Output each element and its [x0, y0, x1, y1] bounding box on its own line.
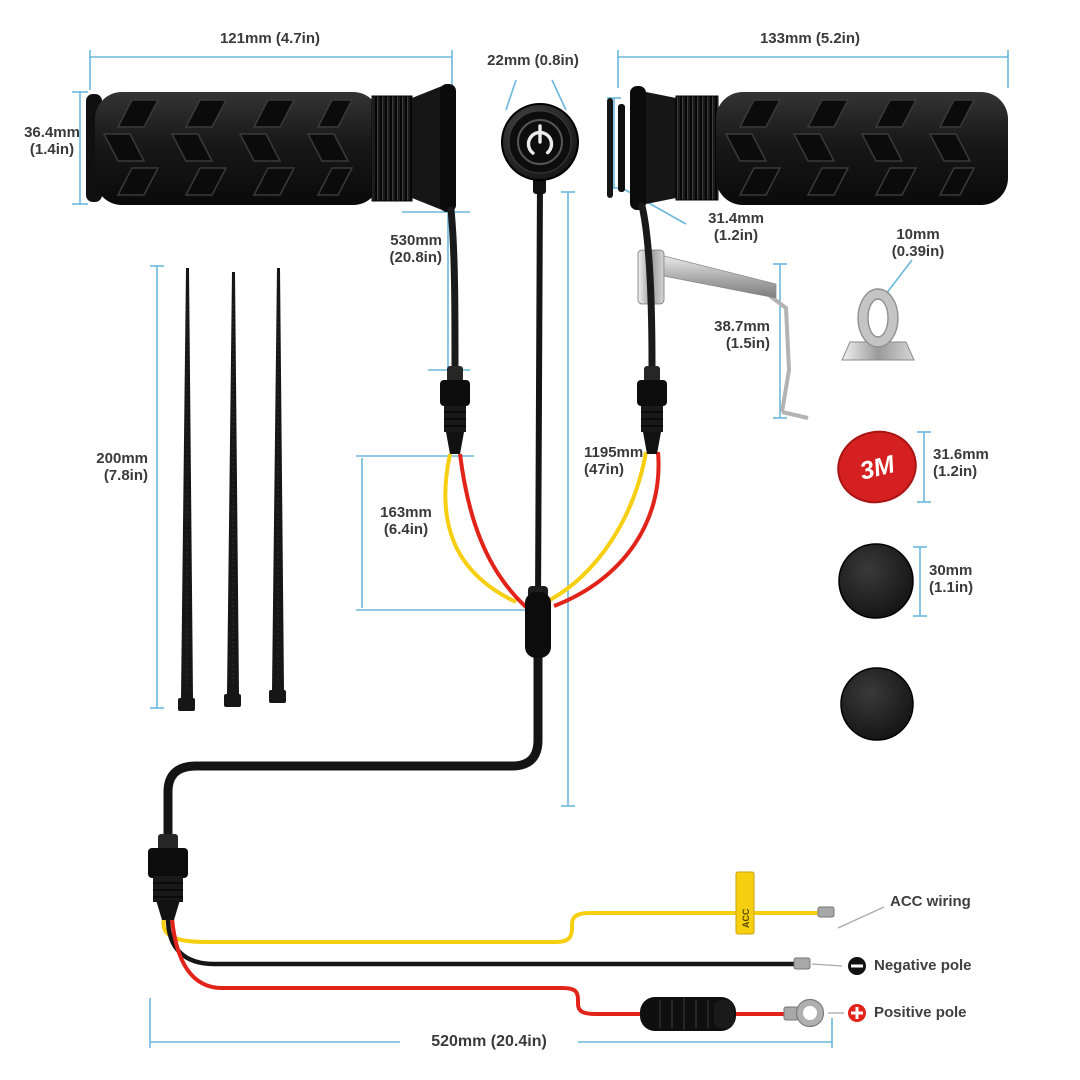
dim-band-length-lines: [773, 263, 787, 419]
dim-label-cap-diameter: 30mm (1.1in): [929, 562, 997, 596]
dim-value: 30mm: [929, 562, 973, 579]
dim-right-grip-width-lines: [617, 50, 1009, 88]
dim-unit: (1.2in): [933, 463, 978, 480]
dim-bottom-cable-lines: [149, 998, 833, 1048]
dim-label-grip-height: 36.4mm (1.4in): [16, 124, 88, 158]
dim-label-cable-tie: 200mm (7.8in): [58, 450, 148, 484]
dim-label-band-length: 38.7mm (1.5in): [676, 318, 770, 352]
dim-label-main-cable: 1195mm (47in): [584, 444, 676, 478]
right-grip-cable: [638, 202, 656, 370]
positive-ring-terminal: [783, 998, 825, 1028]
metal-keeper: [841, 288, 915, 361]
dim-value: 31.4mm: [708, 210, 764, 227]
switch-cable: [535, 179, 543, 605]
right-red-wire: [553, 451, 661, 608]
dim-main-cable-lines: [561, 191, 575, 807]
cables: [161, 179, 820, 1016]
left-grip-cable: [447, 206, 459, 370]
cable-ties: [178, 268, 286, 711]
dim-label-clamp-height: 31.4mm (1.2in): [690, 210, 782, 244]
dim-value: 31.6mm: [933, 446, 989, 463]
dim-unit: (1.2in): [713, 227, 759, 244]
dim-label-upper-cable: 530mm (20.8in): [346, 232, 442, 266]
cable-tie: [269, 268, 286, 703]
left-red-wire: [458, 453, 528, 609]
positive-pole-label: Positive pole: [874, 1004, 967, 1021]
dim-label-left-grip-width: 121mm (4.7in): [219, 30, 321, 47]
negative-spade-terminal: [793, 957, 811, 970]
dim-unit: (20.8in): [389, 249, 442, 266]
dim-keeper-leader-line: [885, 259, 913, 295]
dim-unit: (7.8in): [103, 467, 148, 484]
dim-value: 10mm: [896, 226, 940, 243]
plus-icon: [848, 1004, 866, 1022]
dim-value: 163mm: [380, 504, 432, 521]
dim-unit: (6.4in): [383, 521, 429, 538]
dim-unit: (47in): [584, 461, 625, 478]
left-grip-knurl-ring: [371, 95, 413, 202]
left-grip-flange: [440, 84, 456, 212]
negative-wire: [165, 917, 796, 967]
dim-unit: (1.5in): [725, 335, 770, 352]
acc-wire-tag: ACC: [735, 871, 755, 935]
dim-label-switch-width: 22mm (0.8in): [487, 52, 579, 69]
acc-spade-terminal: [817, 906, 835, 918]
dim-cable-tie-lines: [150, 265, 164, 709]
dim-value: 1195mm: [584, 444, 644, 461]
dim-unit: (1.1in): [929, 579, 974, 596]
dim-label-right-grip-width: 133mm (5.2in): [759, 30, 861, 47]
dim-unit: (0.39in): [891, 243, 945, 260]
power-icon: [526, 124, 554, 158]
dim-value: 38.7mm: [714, 318, 770, 335]
dim-value: 36.4mm: [24, 124, 80, 141]
cable-junction: [525, 586, 551, 658]
right-heated-grip: [607, 86, 1008, 210]
adhesive-sticker-3m: 3M: [837, 430, 917, 504]
cable-tie: [178, 268, 195, 711]
right-grip-flange: [630, 86, 646, 210]
positive-wire: [170, 917, 644, 1016]
dim-left-grip-width-lines: [89, 50, 453, 90]
dim-label-keeper-width: 10mm (0.39in): [872, 226, 964, 260]
right-yellow-wire: [549, 451, 648, 602]
dim-value: 530mm: [390, 232, 442, 249]
dim-grip-height-lines: [72, 91, 88, 205]
dimension-lines: [72, 50, 1009, 1048]
dim-label-sticker-diameter: 31.6mm (1.2in): [933, 446, 1005, 480]
rubber-end-cap: [838, 543, 914, 619]
minus-icon: [848, 957, 866, 975]
dim-label-split-cable: 163mm (6.4in): [366, 504, 446, 538]
right-grip-knurl-ring: [675, 95, 719, 201]
acc-leader-line: [837, 906, 885, 929]
dim-switch-width-lines: [505, 79, 567, 111]
right-cable-connector: [637, 366, 667, 454]
negative-pole-label: Negative pole: [874, 957, 972, 974]
leader-lines: [811, 906, 885, 1014]
dim-split-cable-lines: [356, 455, 542, 611]
bottom-connector: [148, 834, 188, 920]
acc-wire: [161, 911, 820, 944]
cable-tie: [224, 272, 241, 707]
fuse-holder: [640, 997, 736, 1031]
rubber-end-cap: [840, 667, 914, 741]
left-cable-connector: [440, 366, 470, 454]
dim-sticker-lines: [917, 431, 931, 503]
left-yellow-wire: [443, 453, 517, 604]
acc-wiring-label: ACC wiring: [890, 893, 971, 910]
dim-unit: (1.4in): [29, 141, 75, 158]
left-heated-grip: [86, 84, 456, 212]
dim-label-bottom-cable: 520mm (20.4in): [431, 1033, 547, 1050]
acc-tag-text: ACC: [741, 908, 751, 928]
main-cable: [163, 647, 543, 841]
dim-value: 200mm: [96, 450, 148, 467]
negative-leader-line: [811, 963, 843, 967]
dim-cap-lines: [913, 546, 927, 617]
power-button: [501, 103, 579, 194]
mounting-band: [637, 249, 809, 420]
